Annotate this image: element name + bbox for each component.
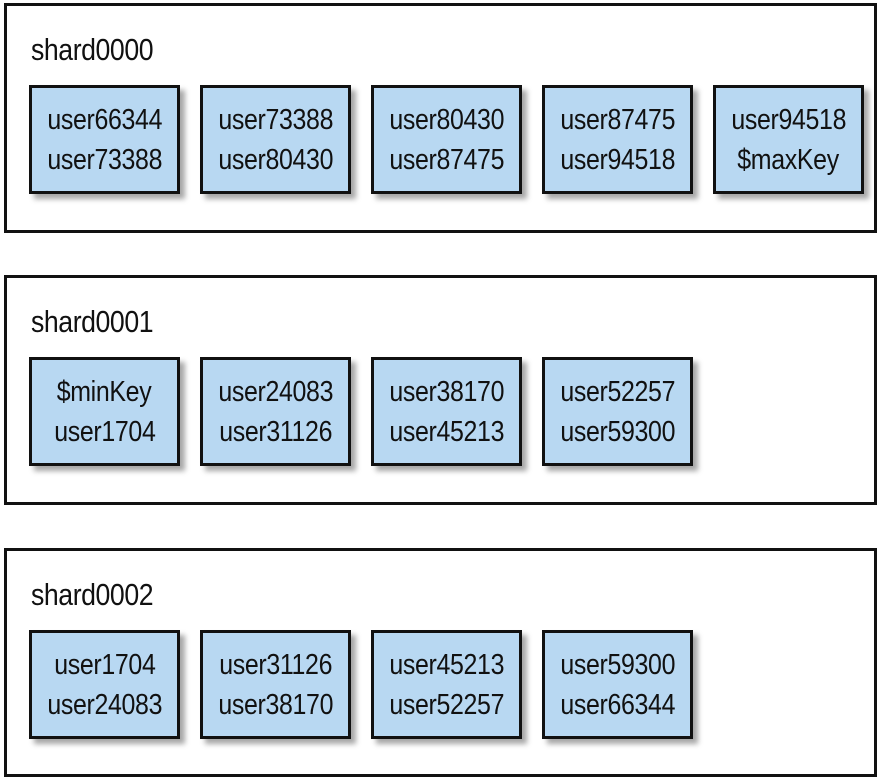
chunk-range-start: user31126 [219, 648, 332, 681]
chunk-range-end: user24083 [47, 688, 162, 721]
chunk-range-start: user94518 [731, 103, 846, 136]
chunk: user59300 user66344 [542, 630, 693, 739]
chunk-range-start: user45213 [389, 648, 504, 681]
chunk-range-end: user73388 [47, 143, 162, 176]
chunk-range-start: user38170 [389, 375, 504, 408]
chunk-range-end: $maxKey [737, 143, 840, 176]
chunk-row: $minKey user1704 user24083 user31126 use… [29, 357, 693, 466]
chunk: user38170 user45213 [371, 357, 522, 466]
chunk-range-end: user45213 [389, 415, 504, 448]
chunk-range-start: user73388 [218, 103, 333, 136]
chunk: user1704 user24083 [29, 630, 180, 739]
chunk-range-end: user94518 [560, 143, 675, 176]
chunk: user73388 user80430 [200, 85, 351, 194]
chunk-range-start: user59300 [560, 648, 675, 681]
chunk-range-start: user24083 [218, 375, 333, 408]
chunk-range-end: user52257 [389, 688, 504, 721]
shard-title: shard0000 [31, 32, 154, 67]
shard-title: shard0002 [31, 577, 154, 612]
chunk: user31126 user38170 [200, 630, 351, 739]
shard-box-shard0001: shard0001 $minKey user1704 user24083 use… [4, 275, 877, 505]
chunk-range-end: user31126 [219, 415, 332, 448]
chunk-range-end: user87475 [389, 143, 504, 176]
chunk: $minKey user1704 [29, 357, 180, 466]
chunk-range-start: $minKey [57, 375, 152, 408]
chunk-range-end: user66344 [560, 688, 675, 721]
chunk-range-end: user80430 [218, 143, 333, 176]
chunk: user94518 $maxKey [713, 85, 864, 194]
chunk-range-start: user52257 [560, 375, 675, 408]
chunk: user66344 user73388 [29, 85, 180, 194]
shard-box-shard0002: shard0002 user1704 user24083 user31126 u… [4, 548, 877, 777]
chunk: user24083 user31126 [200, 357, 351, 466]
chunk-range-start: user66344 [47, 103, 162, 136]
chunk-range-start: user1704 [53, 648, 156, 681]
chunk-range-end: user38170 [218, 688, 333, 721]
chunk-range-end: user59300 [560, 415, 675, 448]
chunk-range-start: user80430 [389, 103, 504, 136]
chunk-range-start: user87475 [560, 103, 675, 136]
chunk-row: user1704 user24083 user31126 user38170 u… [29, 630, 693, 739]
chunk: user45213 user52257 [371, 630, 522, 739]
shard-title: shard0001 [31, 304, 154, 339]
chunk: user52257 user59300 [542, 357, 693, 466]
chunk-range-end: user1704 [53, 415, 156, 448]
shard-box-shard0000: shard0000 user66344 user73388 user73388 … [4, 3, 877, 233]
chunk: user87475 user94518 [542, 85, 693, 194]
chunk: user80430 user87475 [371, 85, 522, 194]
chunk-row: user66344 user73388 user73388 user80430 … [29, 85, 864, 194]
